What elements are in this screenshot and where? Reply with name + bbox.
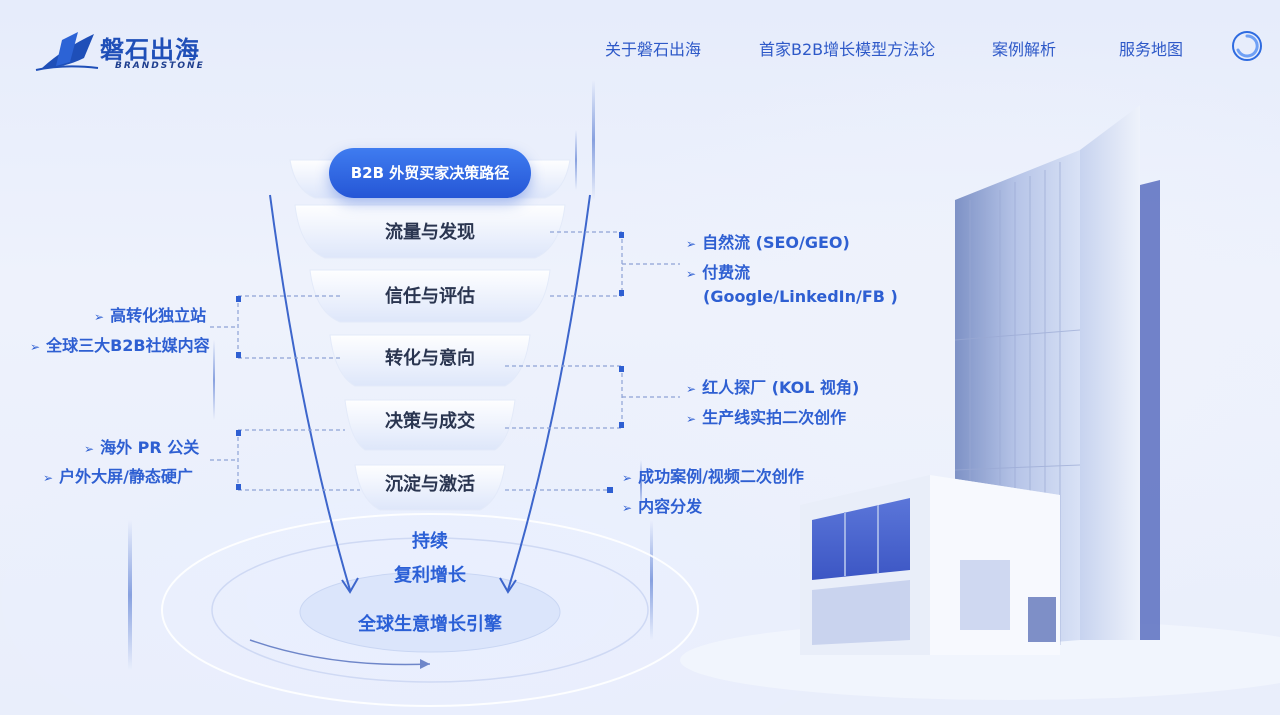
right-item-paid-channels: (Google/LinkedIn/FB ) xyxy=(703,287,898,306)
chevron-right-icon: ➢ xyxy=(686,237,697,251)
chevron-right-icon: ➢ xyxy=(43,471,54,485)
growth-line-2: 复利增长 xyxy=(394,565,466,586)
stage-decision: 决策与成交 xyxy=(385,411,475,432)
connectors xyxy=(210,231,680,491)
nav-about[interactable]: 关于磐石出海 xyxy=(605,40,702,59)
chevron-right-icon: ➢ xyxy=(622,471,633,485)
right-item-cases: ➢成功案例/视频二次创作 xyxy=(622,467,804,486)
stage-trust: 信任与评估 xyxy=(385,286,475,307)
stage-conversion: 转化与意向 xyxy=(385,348,475,369)
chevron-right-icon: ➢ xyxy=(686,382,697,396)
connector-corners xyxy=(236,232,624,493)
left-item-social: ➢全球三大B2B社媒内容 xyxy=(30,336,210,355)
stage-retention: 沉淀与激活 xyxy=(385,474,475,495)
right-item-distribution: ➢内容分发 xyxy=(622,497,703,516)
ground-rings xyxy=(161,513,699,707)
chevron-right-icon: ➢ xyxy=(686,267,697,281)
stage-traffic: 流量与发现 xyxy=(385,222,475,243)
left-item-outdoor: ➢户外大屏/静态硬广 xyxy=(43,467,193,486)
brand-subtitle: BRANDSTONE xyxy=(115,61,205,71)
chevron-right-icon: ➢ xyxy=(622,501,633,515)
nav-cases[interactable]: 案例解析 xyxy=(992,40,1057,59)
building-illustration xyxy=(680,105,1280,700)
chevron-right-icon: ➢ xyxy=(94,310,105,324)
funnel-arrows xyxy=(269,194,591,591)
nav-methodology[interactable]: 首家B2B增长模型方法论 xyxy=(759,40,936,59)
left-item-site: ➢高转化独立站 xyxy=(94,306,207,325)
funnel-title-pill: B2B 外贸买家决策路径 xyxy=(329,148,531,198)
light-streaks xyxy=(128,80,653,670)
brand-name[interactable]: 磐石出海 xyxy=(100,36,200,64)
brand-logo-icon[interactable] xyxy=(34,28,214,74)
right-item-production: ➢生产线实拍二次创作 xyxy=(686,408,847,427)
menu-circle-icon[interactable] xyxy=(1231,30,1263,62)
chevron-right-icon: ➢ xyxy=(30,340,41,354)
right-item-organic: ➢自然流 (SEO/GEO) xyxy=(686,233,850,252)
chevron-right-icon: ➢ xyxy=(686,412,697,426)
right-item-paid: ➢付费流 xyxy=(686,263,751,282)
growth-engine-label: 全球生意增长引擎 xyxy=(358,614,502,635)
right-item-kol: ➢红人探厂 (KOL 视角) xyxy=(686,378,860,397)
chevron-right-icon: ➢ xyxy=(84,442,95,456)
funnel-layers xyxy=(289,159,571,511)
left-item-pr: ➢海外 PR 公关 xyxy=(84,438,200,457)
growth-line-1: 持续 xyxy=(412,531,448,552)
nav-service-map[interactable]: 服务地图 xyxy=(1119,40,1184,59)
